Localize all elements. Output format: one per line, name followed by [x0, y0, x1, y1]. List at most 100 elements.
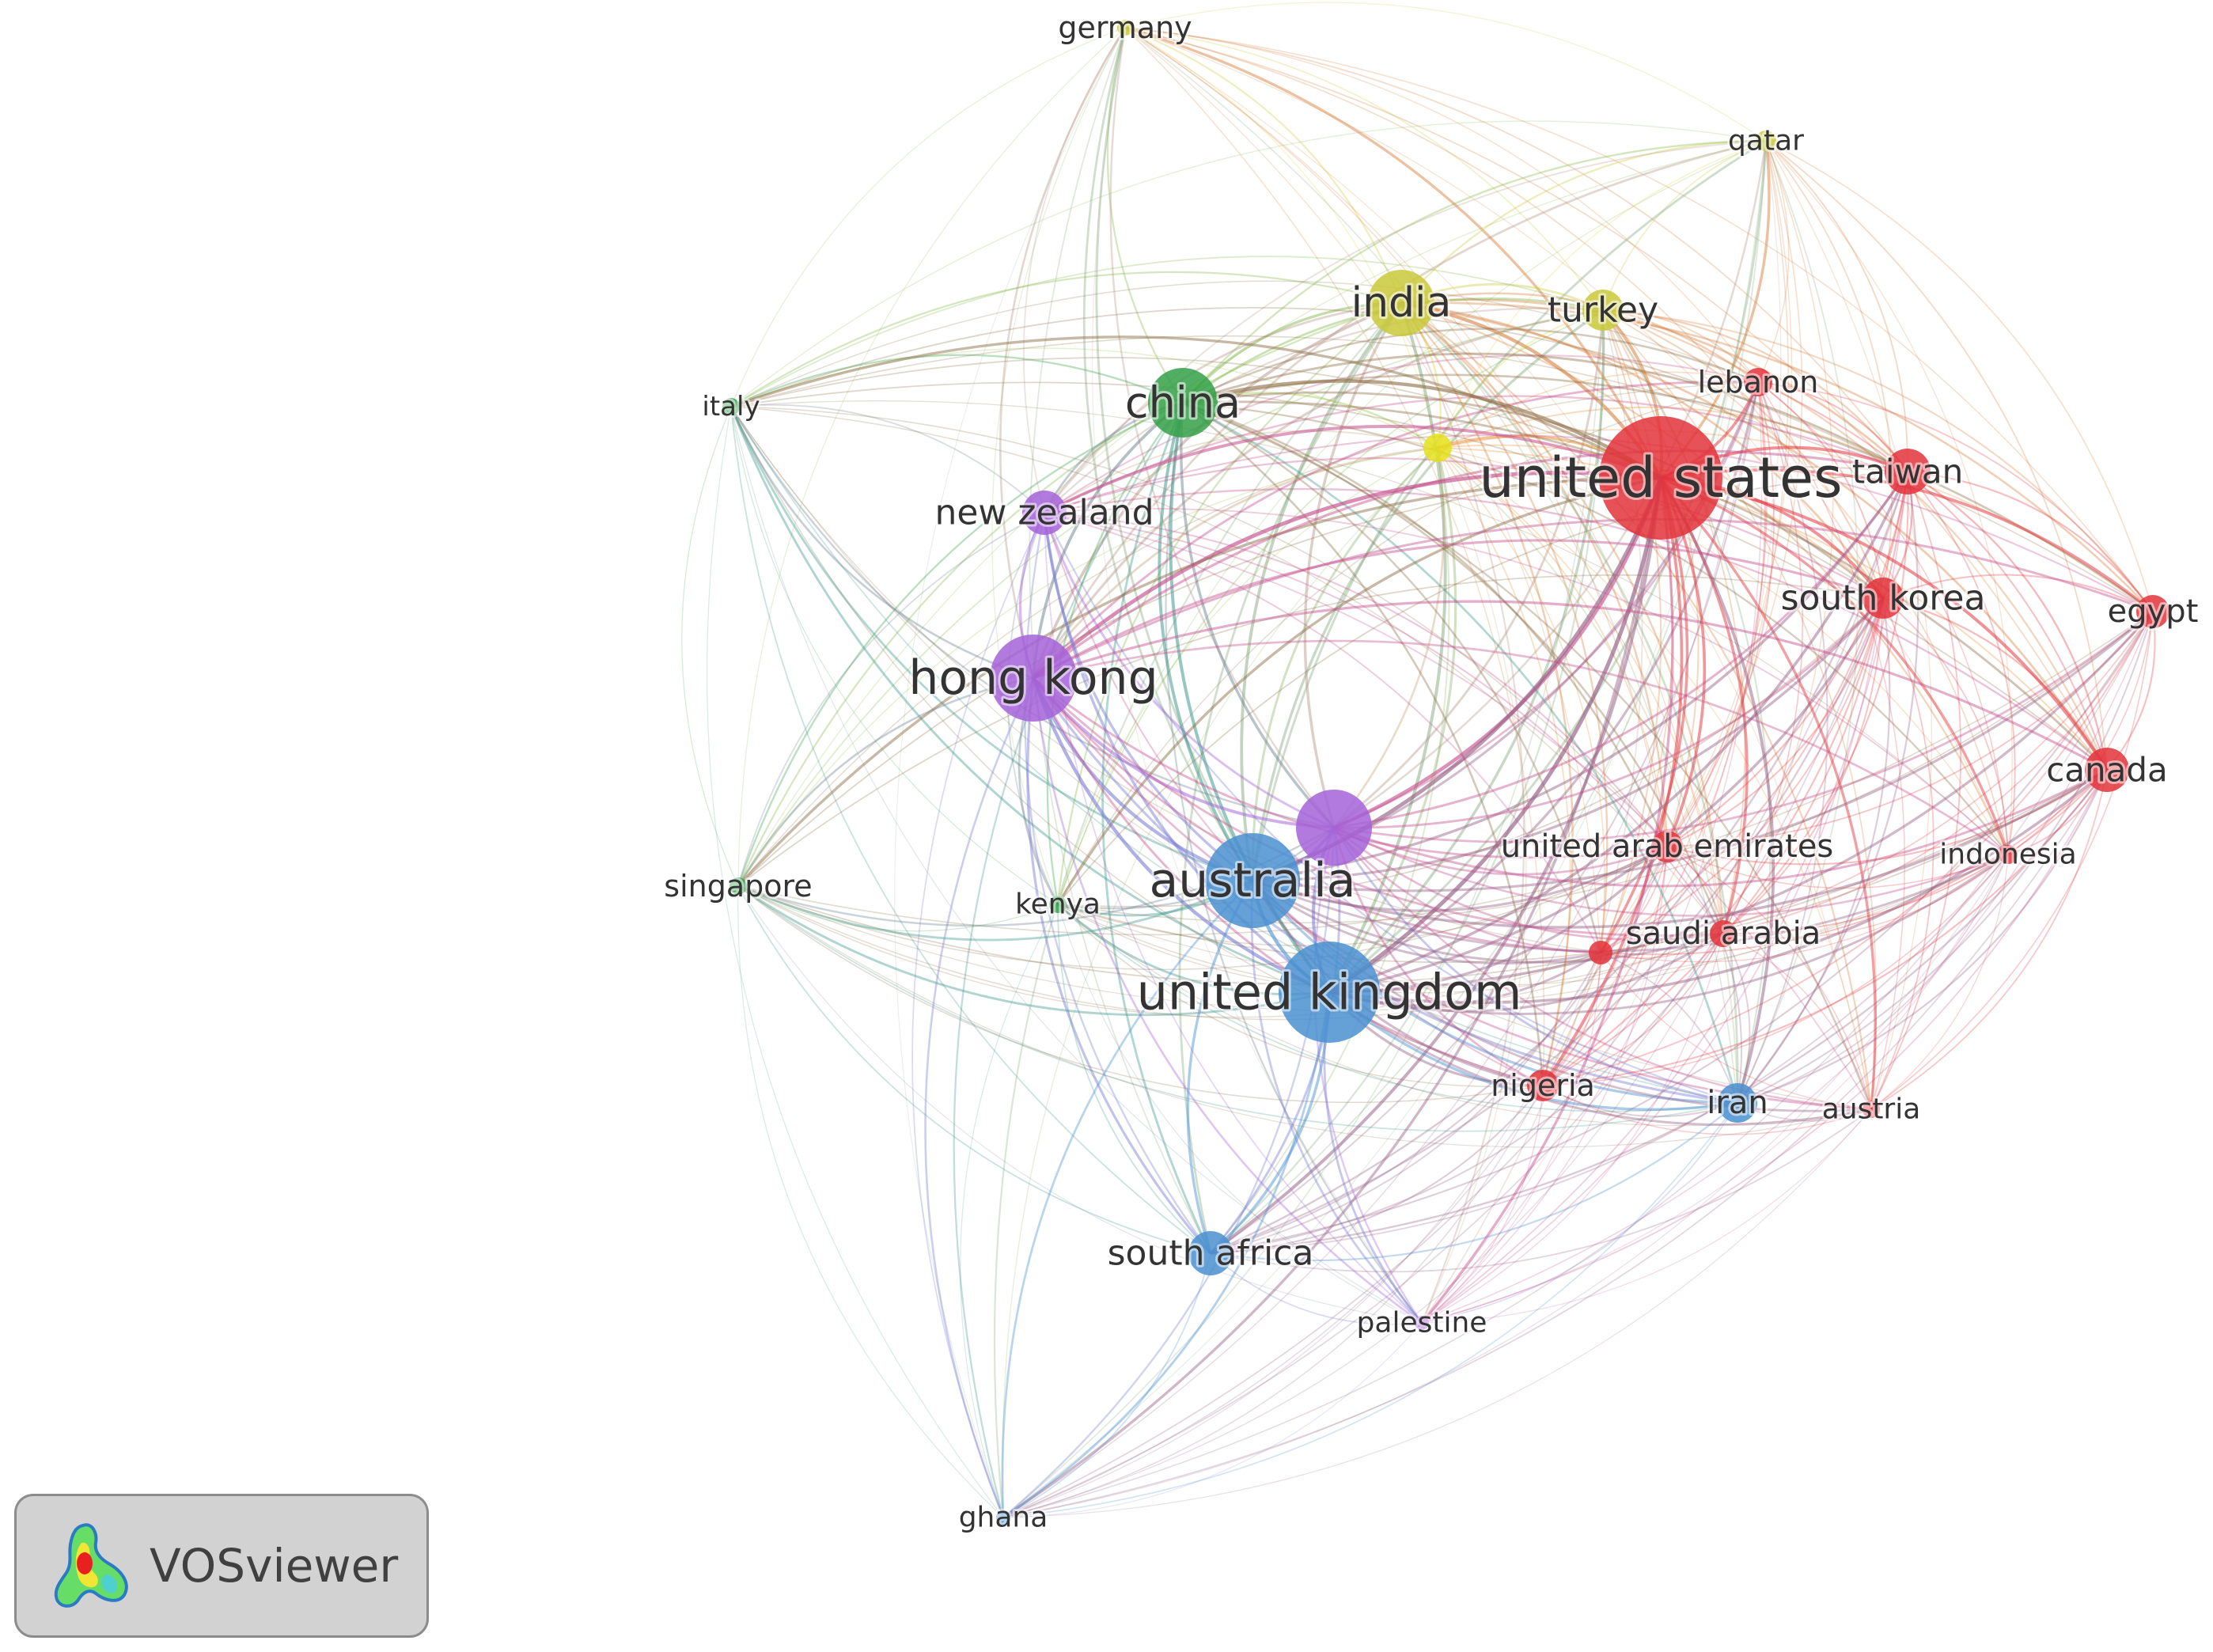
link-austria-palestine [1421, 1108, 1872, 1324]
link-china-red_small [1182, 401, 1602, 953]
link-kenya-palestine [1057, 904, 1423, 1324]
link-hong_kong-canada [1033, 600, 2108, 771]
node-australia[interactable] [1205, 833, 1300, 928]
link-qatar-yellow_hub [1437, 140, 1767, 449]
link-qatar-india [1400, 139, 1767, 304]
link-egypt-palestine [1421, 611, 2154, 1324]
link-germany-new_zealand [1023, 27, 1126, 513]
link-canada-purple_hub [1333, 768, 2108, 888]
node-egypt[interactable] [2136, 595, 2169, 628]
node-new_zealand[interactable] [1022, 491, 1067, 535]
node-austria[interactable] [1862, 1101, 1880, 1118]
link-united_states-indonesia [1660, 476, 2010, 855]
link-china-purple_hub [1180, 402, 1336, 829]
link-italy-ghana [707, 406, 1004, 1518]
link-hong_kong-singapore [737, 676, 1034, 887]
link-united_states-palestine [1420, 477, 1674, 1324]
node-red_small[interactable] [1589, 941, 1612, 964]
node-saudi_arabia[interactable] [1710, 920, 1737, 947]
link-qatar-united_arab_emirates [1666, 140, 1803, 847]
link-purple_hub-south_africa [1209, 827, 1341, 1254]
label-nigeria: nigeria [1491, 1068, 1595, 1103]
link-indonesia-south_africa [1210, 854, 2009, 1254]
link-turkey-lebanon [1602, 309, 1759, 383]
label-china: china [1125, 378, 1241, 428]
link-new_zealand-saudi_arabia [1044, 512, 1724, 934]
link-canada-saudi_arabia [1722, 769, 2108, 935]
link-south_korea-austria [1870, 597, 1934, 1110]
node-united_kingdom[interactable] [1279, 942, 1380, 1043]
link-yellow_hub-united_arab_emirates [1437, 447, 1668, 847]
label-qatar: qatar [1728, 125, 1804, 157]
node-nigeria[interactable] [1527, 1070, 1559, 1101]
node-united_arab_emirates[interactable] [1651, 831, 1683, 862]
link-taiwan-ghana [1002, 471, 1908, 1518]
node-singapore[interactable] [729, 877, 747, 895]
link-egypt-south_africa [1210, 611, 2154, 1255]
node-india[interactable] [1368, 270, 1434, 336]
link-south_africa-ghana [1002, 1252, 1211, 1518]
link-germany-singapore [737, 27, 1126, 887]
label-austria: austria [1822, 1093, 1921, 1126]
node-canada[interactable] [2085, 748, 2129, 792]
node-kenya[interactable] [1049, 896, 1067, 913]
link-south_korea-ghana [1002, 597, 1884, 1518]
link-germany-indonesia [1124, 27, 2009, 855]
link-south_korea-nigeria [1542, 597, 1885, 1086]
link-united_kingdom-iran [1328, 991, 1738, 1111]
link-turkey-saudi_arabia [1602, 309, 1746, 934]
link-united_arab_emirates-united_kingdom [1328, 845, 1669, 994]
link-yellow_hub-indonesia [1437, 447, 2009, 855]
link-south_korea-south_africa [1210, 597, 1885, 1255]
node-hong_kong[interactable] [990, 635, 1077, 722]
link-purple_hub-iran [1332, 827, 1738, 1104]
node-iran[interactable] [1718, 1083, 1757, 1123]
link-united_states-kenya [1056, 476, 1662, 905]
link-taiwan-iran [1737, 471, 1919, 1104]
link-nigeria-austria [1542, 1085, 1872, 1135]
link-indonesia-iran [1737, 854, 2009, 1104]
node-lebanon[interactable] [1744, 368, 1772, 396]
node-china[interactable] [1148, 368, 1218, 438]
link-italy-canada [730, 381, 2108, 771]
link-south_korea-egypt [1882, 574, 2154, 612]
link-taiwan-egypt [1907, 470, 2154, 612]
node-south_africa[interactable] [1188, 1231, 1233, 1275]
node-south_korea[interactable] [1862, 578, 1904, 619]
node-italy[interactable] [722, 398, 740, 415]
link-saudi_arabia-ghana [1002, 933, 1724, 1518]
link-red_small-nigeria [1542, 952, 1601, 1086]
link-indonesia-singapore [737, 854, 2009, 1011]
link-new_zealand-united_kingdom [1043, 512, 1331, 994]
link-south_africa-palestine [1210, 1252, 1423, 1325]
link-yellow_hub-lebanon [1437, 371, 1759, 449]
node-yellow_hub[interactable] [1423, 434, 1452, 462]
node-turkey[interactable] [1582, 290, 1624, 331]
link-united_states-south_africa [1209, 477, 1662, 1255]
link-germany-purple_hub [1109, 27, 1335, 828]
link-germany-hong_kong [999, 27, 1127, 679]
link-saudi_arabia-south_africa [1210, 933, 1724, 1254]
link-turkey-singapore [737, 309, 1604, 887]
node-taiwan[interactable] [1885, 449, 1931, 494]
link-australia-ghana [1001, 880, 1253, 1518]
node-germany[interactable] [1117, 20, 1133, 36]
label-united_kingdom: united kingdom [1137, 964, 1522, 1021]
node-ghana[interactable] [996, 1510, 1010, 1525]
link-taiwan-united_kingdom [1328, 471, 1909, 994]
link-australia-saudi_arabia [1252, 879, 1724, 964]
link-germany-palestine [1092, 27, 1423, 1324]
link-nigeria-south_africa [1210, 1085, 1544, 1255]
node-indonesia[interactable] [1999, 845, 2018, 864]
node-qatar[interactable] [1756, 131, 1776, 151]
link-kenya-iran [1057, 904, 1738, 1112]
link-egypt-iran [1737, 611, 2154, 1104]
node-united_states[interactable] [1599, 416, 1722, 540]
node-purple_hub[interactable] [1296, 790, 1372, 866]
vosviewer-logo-icon [54, 1523, 128, 1608]
link-germany-taiwan [1124, 27, 1908, 472]
link-turkey-hong_kong [1032, 309, 1604, 679]
link-new_zealand-red_small [1044, 512, 1601, 953]
node-palestine[interactable] [1415, 1316, 1429, 1330]
